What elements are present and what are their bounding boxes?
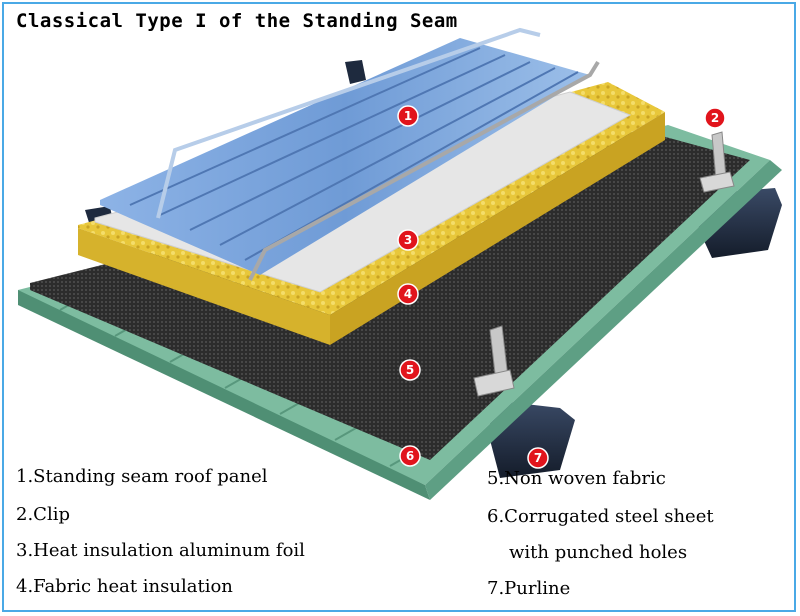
badge-circle [397,283,419,305]
badge-number: 6 [406,449,414,463]
legend-item-1: 1.Standing seam roof panel [16,466,268,487]
badge-number: 3 [404,233,412,247]
standing-seam-roof-panel [100,27,600,281]
badge-6: 6 [399,445,421,467]
badge-circle [397,229,419,251]
badge-number: 5 [406,363,414,377]
badge-5: 5 [399,359,421,381]
badge-circle [399,359,421,381]
legend-left: 1.Standing seam roof panel 2.Clip 3.Heat… [16,466,416,606]
badge-circle [704,107,726,129]
badge-3: 3 [397,229,419,251]
badge-7: 7 [527,447,549,469]
badge-number: 4 [404,287,412,301]
badge-number: 1 [404,109,412,123]
legend-item-6: 6.Corrugated steel sheet [487,506,714,527]
diagram-title: Classical Type I of the Standing Seam [16,10,458,32]
legend-item-7: 7.Purline [487,578,571,599]
legend-item-2: 2.Clip [16,504,70,525]
badge-number: 7 [534,451,542,465]
purlin-left-top [345,60,366,84]
legend-item-3: 3.Heat insulation aluminum foil [16,540,305,561]
badge-circle [397,105,419,127]
badge-circle [527,447,549,469]
badge-4: 4 [397,283,419,305]
legend-right: 5.Non woven fabric 6.Corrugated steel sh… [487,468,787,608]
legend-item-6-cont: with punched holes [509,542,688,563]
legend-item-4: 4.Fabric heat insulation [16,576,233,597]
clip-group [473,131,735,397]
legend-item-5: 5.Non woven fabric [487,468,666,489]
badge-number: 2 [711,111,719,125]
badge-2: 2 [704,107,726,129]
badge-1: 1 [397,105,419,127]
badge-circle [399,445,421,467]
